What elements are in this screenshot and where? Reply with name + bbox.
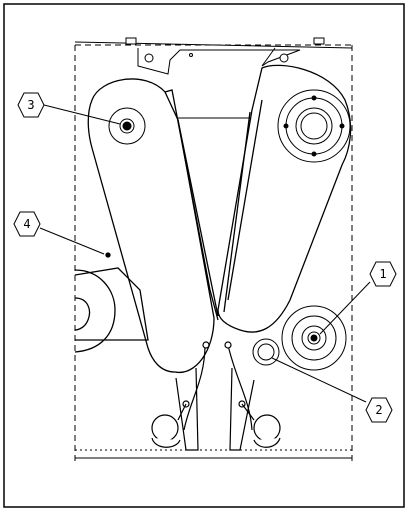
left-arm [87,78,219,373]
callout-4-label: 4 [23,217,30,231]
bottom-rollers [151,403,281,448]
pulley-1 [281,305,347,371]
drawing-border [3,3,405,508]
callout-1: 1 [369,261,397,287]
callout-1-label: 1 [379,267,386,281]
pulley-3 [108,107,146,145]
side-motor [74,252,149,353]
upper-bearing [277,89,351,163]
callout-2: 2 [365,397,393,423]
callout-4: 4 [13,211,41,237]
roller-2 [252,338,280,366]
callout-3: 3 [17,92,45,118]
callout-3-label: 3 [27,98,34,112]
leader-lines [39,104,371,403]
callout-2-label: 2 [375,403,382,417]
